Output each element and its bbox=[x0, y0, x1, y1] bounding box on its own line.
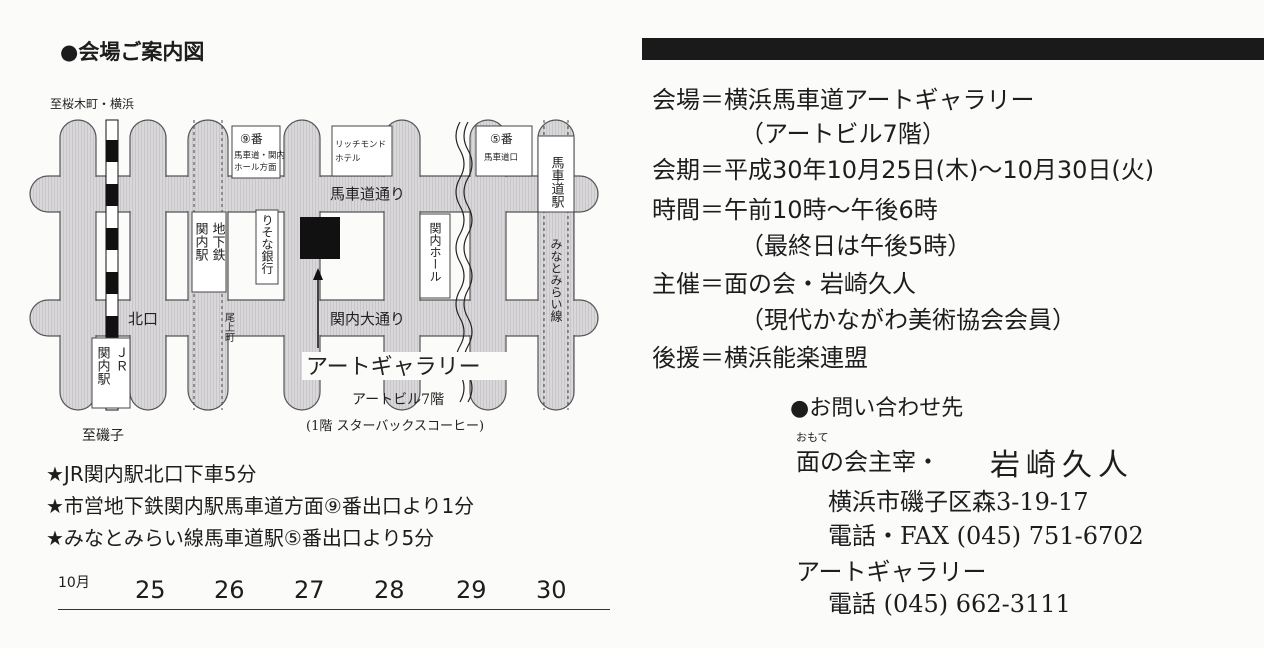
calendar-day: 28 bbox=[374, 576, 405, 604]
header-bar bbox=[642, 38, 1264, 60]
calendar-day: 26 bbox=[214, 576, 245, 604]
label-jr-a: 関内駅 bbox=[95, 346, 111, 386]
label-gallery-floor1: (1階 スターバックスコーヒー) bbox=[306, 419, 484, 434]
map-title: ●会場ご案内図 bbox=[60, 40, 205, 64]
calendar-day: 30 bbox=[536, 576, 567, 604]
label-bashamichi-dori: 馬車道通り bbox=[330, 185, 405, 203]
calendar-day: 29 bbox=[456, 576, 487, 604]
contact-gallery: アートギャラリー bbox=[796, 558, 987, 586]
label-bashamichi-station: 馬車道駅 bbox=[549, 156, 565, 209]
contact-ruby: おもて bbox=[796, 431, 829, 444]
bashamichi-station-box bbox=[537, 135, 575, 213]
label-richmond-1: リッチモンド bbox=[335, 140, 386, 150]
label-kannai-subway-a: 関内駅 bbox=[193, 222, 209, 262]
exit5-box bbox=[475, 125, 533, 177]
label-kannai-hall: 関内ホール bbox=[428, 222, 442, 282]
label-resona: りそな銀行 bbox=[260, 214, 274, 274]
kannai-subway-box bbox=[191, 211, 227, 293]
direction-minatomirai: ★みなとみらい線馬車道駅⑤番出口より5分 bbox=[46, 526, 435, 550]
label-kitaguchi: 北口 bbox=[128, 310, 158, 328]
access-map: 至桜木町・横浜 至磯子 ⑨番 馬車道・関内 ホール方面 リッチモンド ホテル ⑤… bbox=[29, 97, 599, 444]
label-richmond-2: ホテル bbox=[335, 154, 361, 164]
label-jr-b: ＪＲ bbox=[113, 346, 128, 372]
resona-box bbox=[255, 209, 279, 285]
direction-jr: ★JR関内駅北口下車5分 bbox=[46, 462, 257, 486]
info-organizer-affil: （現代かながわ美術協会会員） bbox=[740, 306, 1076, 334]
richmond-box bbox=[331, 125, 393, 177]
label-sakuragicho: 至桜木町・横浜 bbox=[50, 97, 134, 111]
label-isogo: 至磯子 bbox=[82, 428, 124, 444]
calendar-month: 10月 bbox=[58, 575, 90, 591]
venue-arrow bbox=[313, 268, 323, 348]
contact-org: 面の会主宰・ bbox=[796, 448, 940, 476]
label-exit5-sub: 馬車道口 bbox=[484, 152, 518, 163]
calendar-rule bbox=[58, 609, 610, 610]
contact-heading: ●お問い合わせ先 bbox=[790, 396, 964, 421]
info-organizer: 主催＝面の会・岩崎久人 bbox=[652, 270, 916, 298]
info-support: 後援＝横浜能楽連盟 bbox=[652, 344, 868, 372]
label-onoe: 尾上町 bbox=[223, 312, 235, 342]
contact-gallery-tel: 電話 (045) 662-3111 bbox=[828, 590, 1071, 618]
label-gallery-building: アートビル7階 bbox=[352, 392, 444, 408]
label-exit9-no: ⑨番 bbox=[240, 132, 263, 146]
label-gallery: アートギャラリー bbox=[306, 355, 481, 380]
jr-station-box bbox=[91, 337, 131, 409]
label-kannai-odori: 関内大通り bbox=[330, 310, 405, 328]
calendar-day: 25 bbox=[135, 576, 166, 604]
kannai-hall-box bbox=[419, 213, 451, 299]
venue-block bbox=[300, 217, 340, 259]
label-exit9-line2: ホール方面 bbox=[234, 162, 277, 173]
label-minatomirai: みなとみらい線 bbox=[549, 238, 563, 322]
info-venue-floor: （アートビル7階） bbox=[740, 120, 946, 148]
info-venue: 会場＝横浜馬車道アートギャラリー bbox=[652, 86, 1035, 114]
calendar-day: 27 bbox=[294, 576, 325, 604]
exit9-box bbox=[231, 125, 281, 179]
info-period: 会期＝平成30年10月25日(木)～10月30日(火) bbox=[652, 156, 1155, 184]
contact-name: 岩崎久人 bbox=[990, 448, 1134, 483]
contact-address: 横浜市磯子区森3-19-17 bbox=[828, 488, 1089, 516]
label-exit5-no: ⑤番 bbox=[490, 132, 513, 146]
label-exit9-line1: 馬車道・関内 bbox=[234, 150, 285, 161]
info-last-day: （最終日は午後5時） bbox=[740, 232, 972, 260]
info-hours: 時間＝午前10時～午後6時 bbox=[652, 196, 938, 224]
label-kannai-subway-b: 地下鉄 bbox=[210, 222, 226, 261]
direction-subway: ★市営地下鉄関内駅馬車道方面⑨番出口より1分 bbox=[46, 494, 475, 518]
contact-tel-fax: 電話・FAX (045) 751-6702 bbox=[828, 522, 1144, 550]
